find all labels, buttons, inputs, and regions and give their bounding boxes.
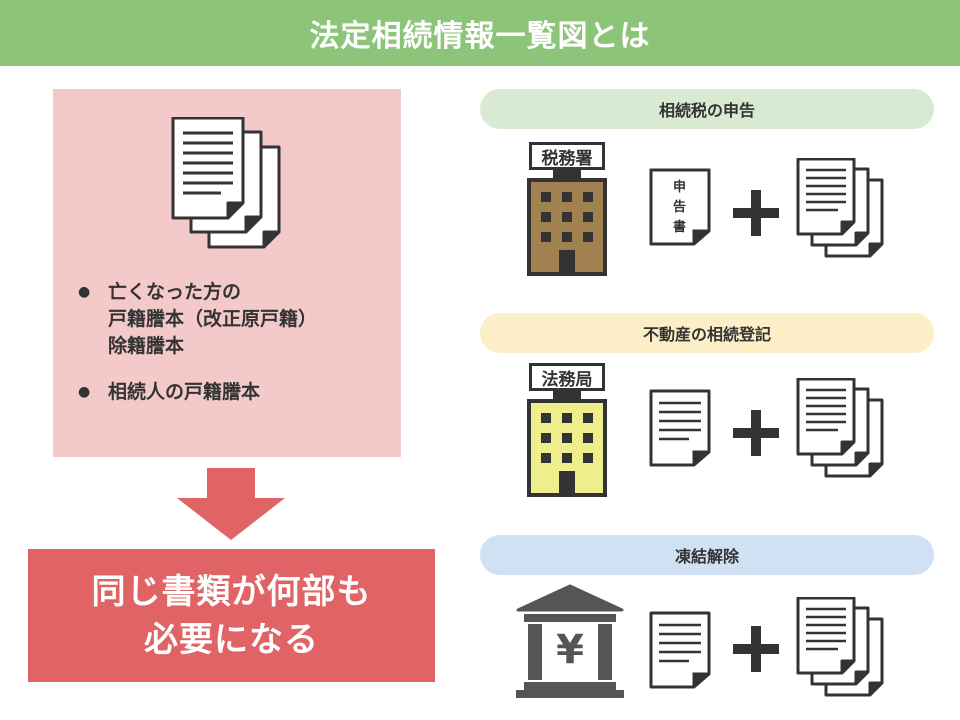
header-banner: 法定相続情報一覧図とは: [0, 0, 960, 66]
down-arrow-icon: [177, 468, 285, 540]
yen-symbol: ¥: [556, 627, 584, 673]
bullet-mark: ●: [78, 284, 91, 300]
plus-icon: [733, 190, 779, 236]
list-item: ● 相続人の戸籍謄本: [78, 379, 317, 406]
tax-return-form-icon: 申 告 書: [649, 168, 711, 246]
section-title-account-unfreeze: 凍結解除: [480, 535, 934, 575]
plus-icon: [733, 410, 779, 456]
document-icon: [649, 389, 711, 467]
list-item: ● 亡くなった方の 戸籍謄本（改正原戸籍） 除籍謄本: [78, 279, 317, 360]
bullet-mark: ●: [78, 384, 91, 400]
bank-building-icon: ¥: [514, 584, 626, 698]
document-stack-icon: [796, 597, 884, 697]
result-box: 同じ書類が何部も 必要になる: [28, 549, 435, 682]
tax-office-label: 税務署: [529, 142, 605, 170]
list-item-line: 相続人の戸籍謄本: [108, 381, 261, 403]
document-icon: [649, 611, 711, 689]
section-title-tax-return: 相続税の申告: [480, 89, 934, 129]
document-stack-icon: [796, 378, 884, 478]
list-item-line: 戸籍謄本（改正原戸籍）: [108, 308, 318, 330]
tax-office-building-icon: 税務署: [527, 142, 607, 276]
document-list: ● 亡くなった方の 戸籍謄本（改正原戸籍） 除籍謄本 ● 相続人の戸籍謄本: [78, 279, 317, 406]
required-documents-panel: ● 亡くなった方の 戸籍謄本（改正原戸籍） 除籍謄本 ● 相続人の戸籍謄本: [53, 89, 401, 457]
list-item-line: 除籍謄本: [108, 335, 185, 357]
document-stack-icon: [171, 117, 281, 249]
result-line: 同じ書類が何部も: [91, 571, 372, 612]
form-char: 告: [673, 200, 687, 215]
result-line: 必要になる: [144, 619, 319, 660]
form-char: 申: [673, 180, 687, 195]
document-stack-icon: [796, 158, 884, 258]
list-item-line: 亡くなった方の: [108, 281, 242, 303]
page-title: 法定相続情報一覧図とは: [309, 19, 651, 54]
plus-icon: [733, 626, 779, 672]
section-title-property-registration: 不動産の相続登記: [480, 313, 934, 353]
legal-affairs-bureau-building-icon: 法務局: [527, 363, 607, 497]
legal-affairs-bureau-label: 法務局: [529, 363, 605, 391]
form-char: 書: [673, 220, 687, 235]
